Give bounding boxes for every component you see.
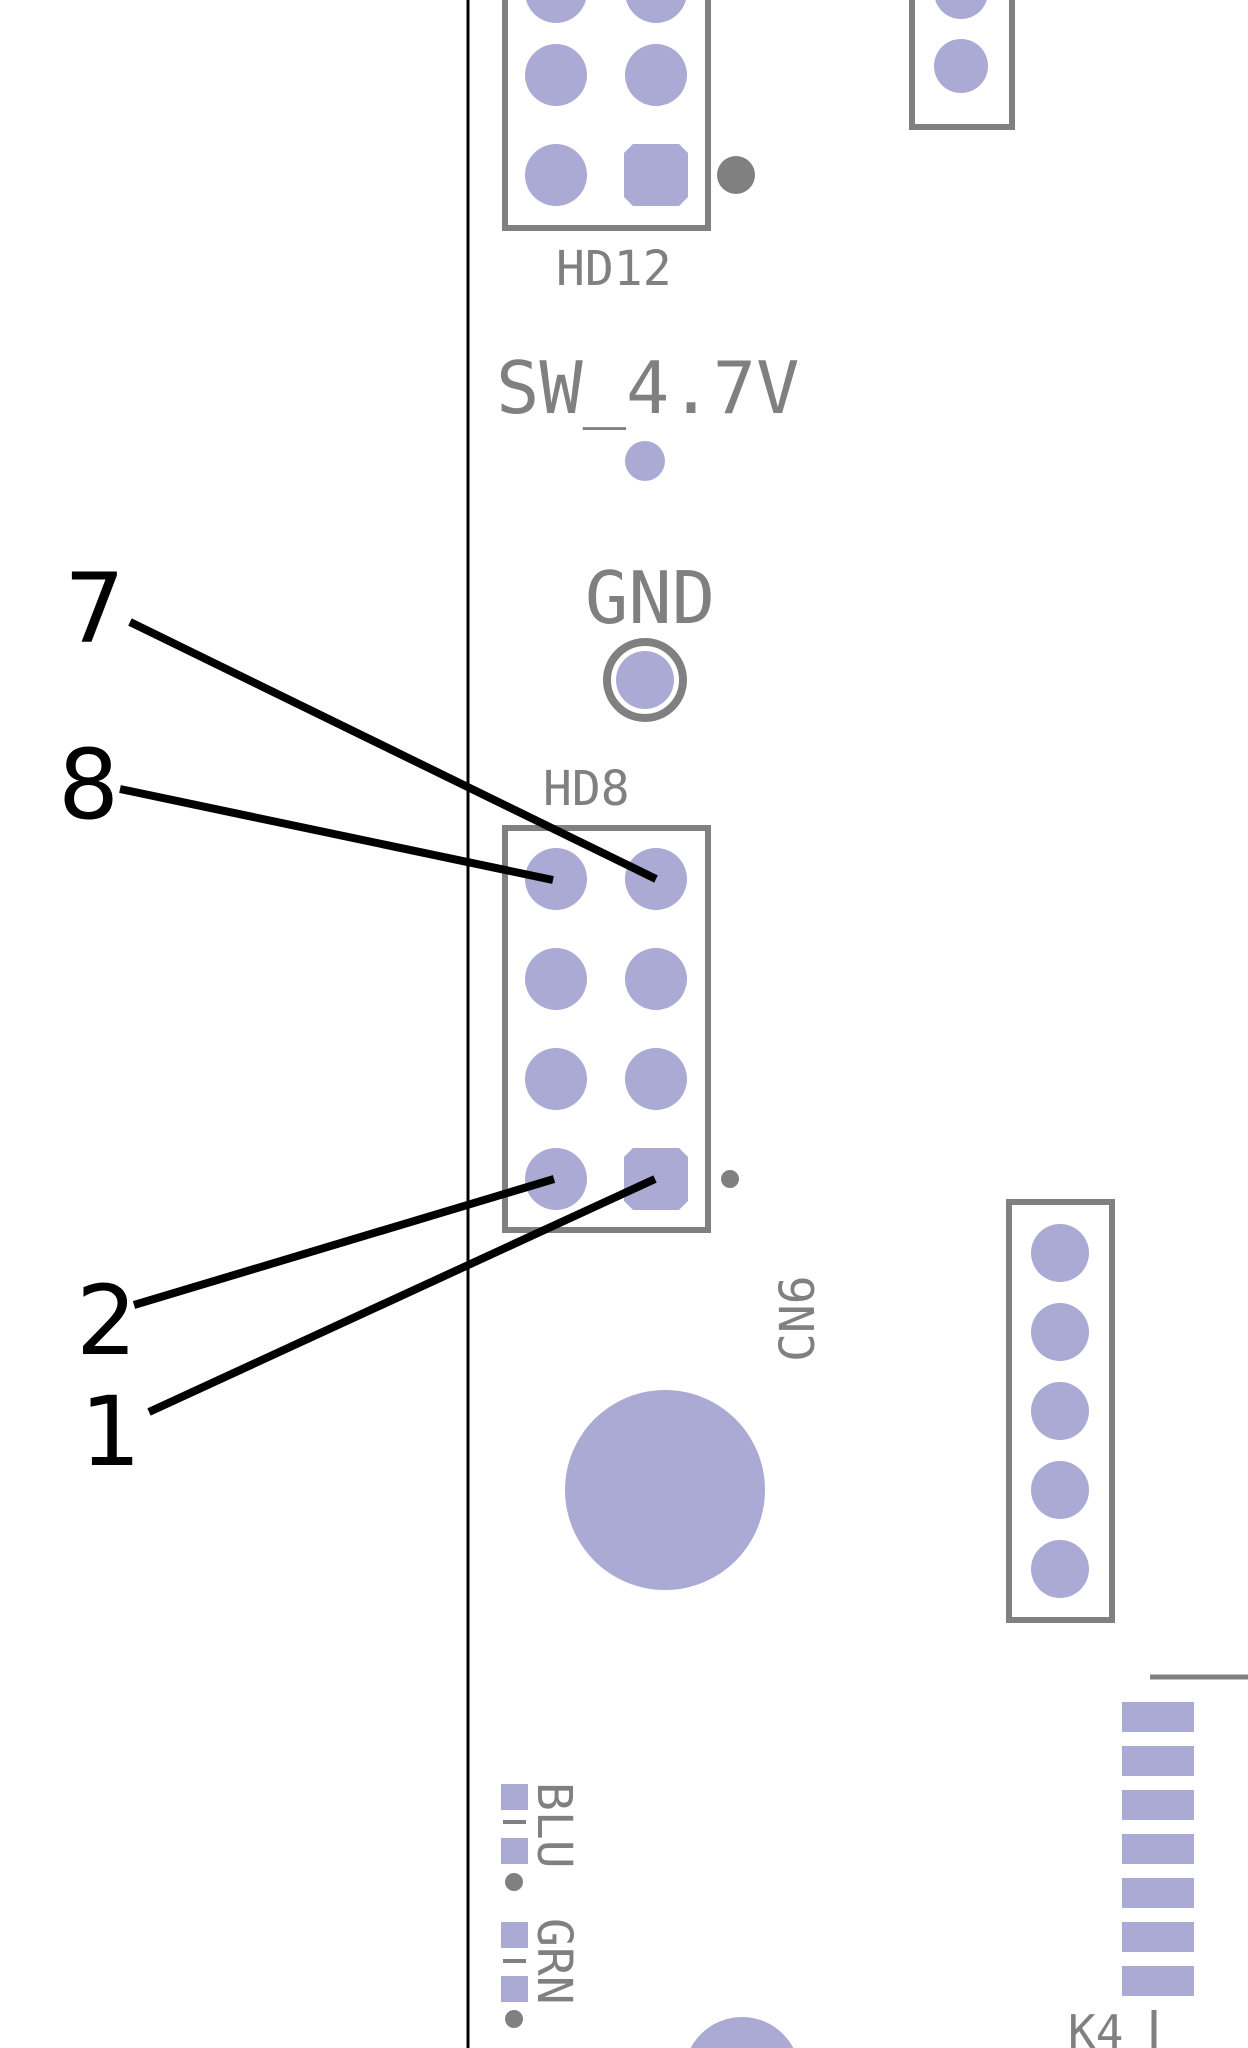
- blu-led-pin1-marker: [505, 1873, 523, 1891]
- k4-component: K4: [1068, 1674, 1248, 2048]
- grn-led: GRN: [501, 1918, 582, 2028]
- hd8-pad-8: [525, 848, 587, 910]
- mounting-hole: [565, 1390, 765, 1590]
- top-right-header-outline: [909, 0, 1015, 130]
- grn-label: GRN: [526, 1918, 582, 2005]
- grn-led-pad: [501, 1922, 528, 1948]
- hd8-pad-1: [624, 1148, 688, 1210]
- callout-line-7: [128, 618, 658, 883]
- hd8-pad-3: [625, 1048, 687, 1110]
- hd12-pad: [625, 44, 687, 106]
- k4-smd-pad: [1122, 1922, 1194, 1952]
- k4-smd-pad: [1122, 1702, 1194, 1732]
- five-pin-pad: [1031, 1303, 1089, 1361]
- callout-line-1: [147, 1175, 657, 1416]
- five-pin-pad: [1031, 1224, 1089, 1282]
- blu-label: BLU: [526, 1782, 582, 1869]
- gnd-label: GND: [585, 556, 715, 640]
- k4-smd-pad: [1122, 1878, 1194, 1908]
- hd12-connector: HD12: [502, 0, 755, 297]
- k4-label: K4: [1068, 2005, 1123, 2048]
- hd8-pin1-marker: [721, 1170, 739, 1188]
- k4-smd-pad: [1122, 1790, 1194, 1820]
- top-right-header-pad: [934, 39, 988, 93]
- grn-led-pin1-marker: [505, 2010, 523, 2028]
- bottom-partial-pad: [690, 2017, 794, 2048]
- sw-test-point: [625, 441, 665, 481]
- callout-2: 2: [76, 1265, 137, 1377]
- callout-1: 1: [80, 1376, 141, 1488]
- five-pin-pad: [1031, 1540, 1089, 1598]
- hd12-outline: [502, 0, 711, 231]
- hd12-pad: [525, 44, 587, 106]
- five-pin-connector: [1006, 1199, 1115, 1623]
- grn-led-pad: [501, 1976, 528, 2002]
- hd12-pin1-marker: [717, 156, 755, 194]
- k4-smd-pad: [1122, 1966, 1194, 1996]
- blu-led: BLU: [501, 1782, 582, 1891]
- hd8-outline: [502, 825, 711, 1233]
- callout-7: 7: [64, 553, 125, 665]
- callout-8: 8: [58, 729, 119, 841]
- hd8-label: HD8: [543, 761, 630, 817]
- hd8-pad-2: [525, 1148, 587, 1210]
- top-right-header: [909, 0, 1015, 130]
- sw-label: SW_4.7V: [496, 346, 799, 430]
- hd12-pad: [526, 0, 586, 23]
- hd8-pad-5: [625, 948, 687, 1010]
- hd12-pad: [525, 144, 587, 206]
- k4-smd-pad: [1122, 1834, 1194, 1864]
- gnd-ring: [603, 638, 687, 722]
- top-right-header-pad: [935, 0, 987, 19]
- hd8-connector: HD8: [502, 761, 739, 1233]
- gnd-test-point: [616, 651, 674, 709]
- five-pin-pad: [1031, 1382, 1089, 1440]
- cn6-label: CN6: [770, 1275, 826, 1362]
- hd12-label: HD12: [556, 241, 672, 297]
- k4-smd-pad: [1122, 1746, 1194, 1776]
- blu-led-pad: [501, 1838, 528, 1864]
- blu-led-pad: [501, 1784, 528, 1810]
- hd12-pad: [626, 0, 686, 23]
- five-pin-outline: [1006, 1199, 1115, 1623]
- callout-line-2: [132, 1175, 556, 1309]
- callout-line-8: [119, 785, 554, 884]
- hd8-pad-4: [525, 1048, 587, 1110]
- hd12-pin1-pad: [624, 144, 688, 206]
- hd8-pad-6: [525, 948, 587, 1010]
- five-pin-pad: [1031, 1461, 1089, 1519]
